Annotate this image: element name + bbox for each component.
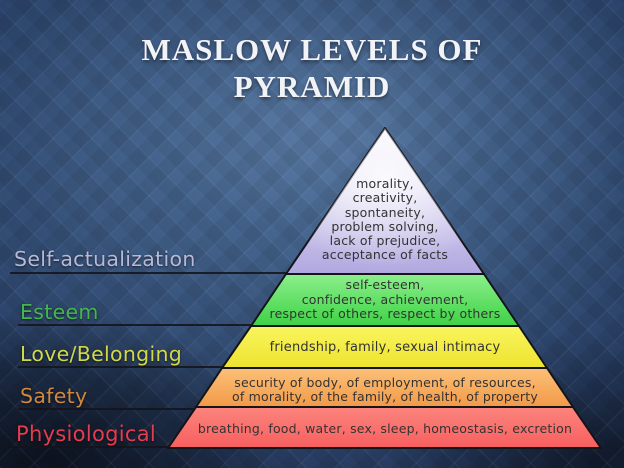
level-text-line: acceptance of facts [321, 247, 449, 263]
pyramid-apex-glow [286, 128, 484, 274]
pyramid-level-physiological-shape [167, 406, 602, 449]
pyramid-label-love-belonging: Love/Belonging [20, 342, 183, 366]
slide-title-line2: PYRAMID [233, 69, 391, 104]
level-text-esteem: self-esteem, confidence, achievement, re… [250, 277, 520, 322]
level-text-line: creativity, [352, 190, 418, 206]
level-text-line: of morality, of the family, of health, o… [232, 389, 538, 405]
level-text-line: self-esteem, [345, 277, 425, 292]
level-text-safety: security of body, of employment, of reso… [192, 375, 578, 405]
pyramid-label-self-actualization: Self-actualization [14, 247, 196, 271]
level-text-line: lack of prejudice, [329, 233, 441, 249]
level-text-line: problem solving, [331, 218, 439, 234]
level-text-line: confidence, achievement, [301, 291, 469, 307]
level-text-physiological: breathing, food, water, sex, sleep, home… [172, 421, 598, 436]
pyramid-label-esteem: Esteem [20, 300, 99, 324]
slide-title: MASLOW LEVELS OF PYRAMID [0, 31, 624, 105]
level-text-line: spontaneity, [344, 204, 426, 220]
level-text-line: respect of others, respect by others [269, 306, 501, 322]
level-text-self-actualization: morality, creativity, spontaneity, probl… [275, 176, 495, 263]
level-text-line: security of body, of employment, of reso… [234, 375, 536, 390]
level-text-line: breathing, food, water, sex, sleep, home… [197, 421, 573, 436]
pyramid-label-physiological: Physiological [16, 422, 157, 446]
level-text-line: morality, [356, 176, 414, 191]
level-text-love-belonging: friendship, family, sexual intimacy [245, 340, 525, 355]
pyramid-label-safety: Safety [20, 384, 88, 408]
level-text-line: friendship, family, sexual intimacy [269, 340, 501, 355]
slide-title-line1: MASLOW LEVELS OF [141, 32, 483, 67]
